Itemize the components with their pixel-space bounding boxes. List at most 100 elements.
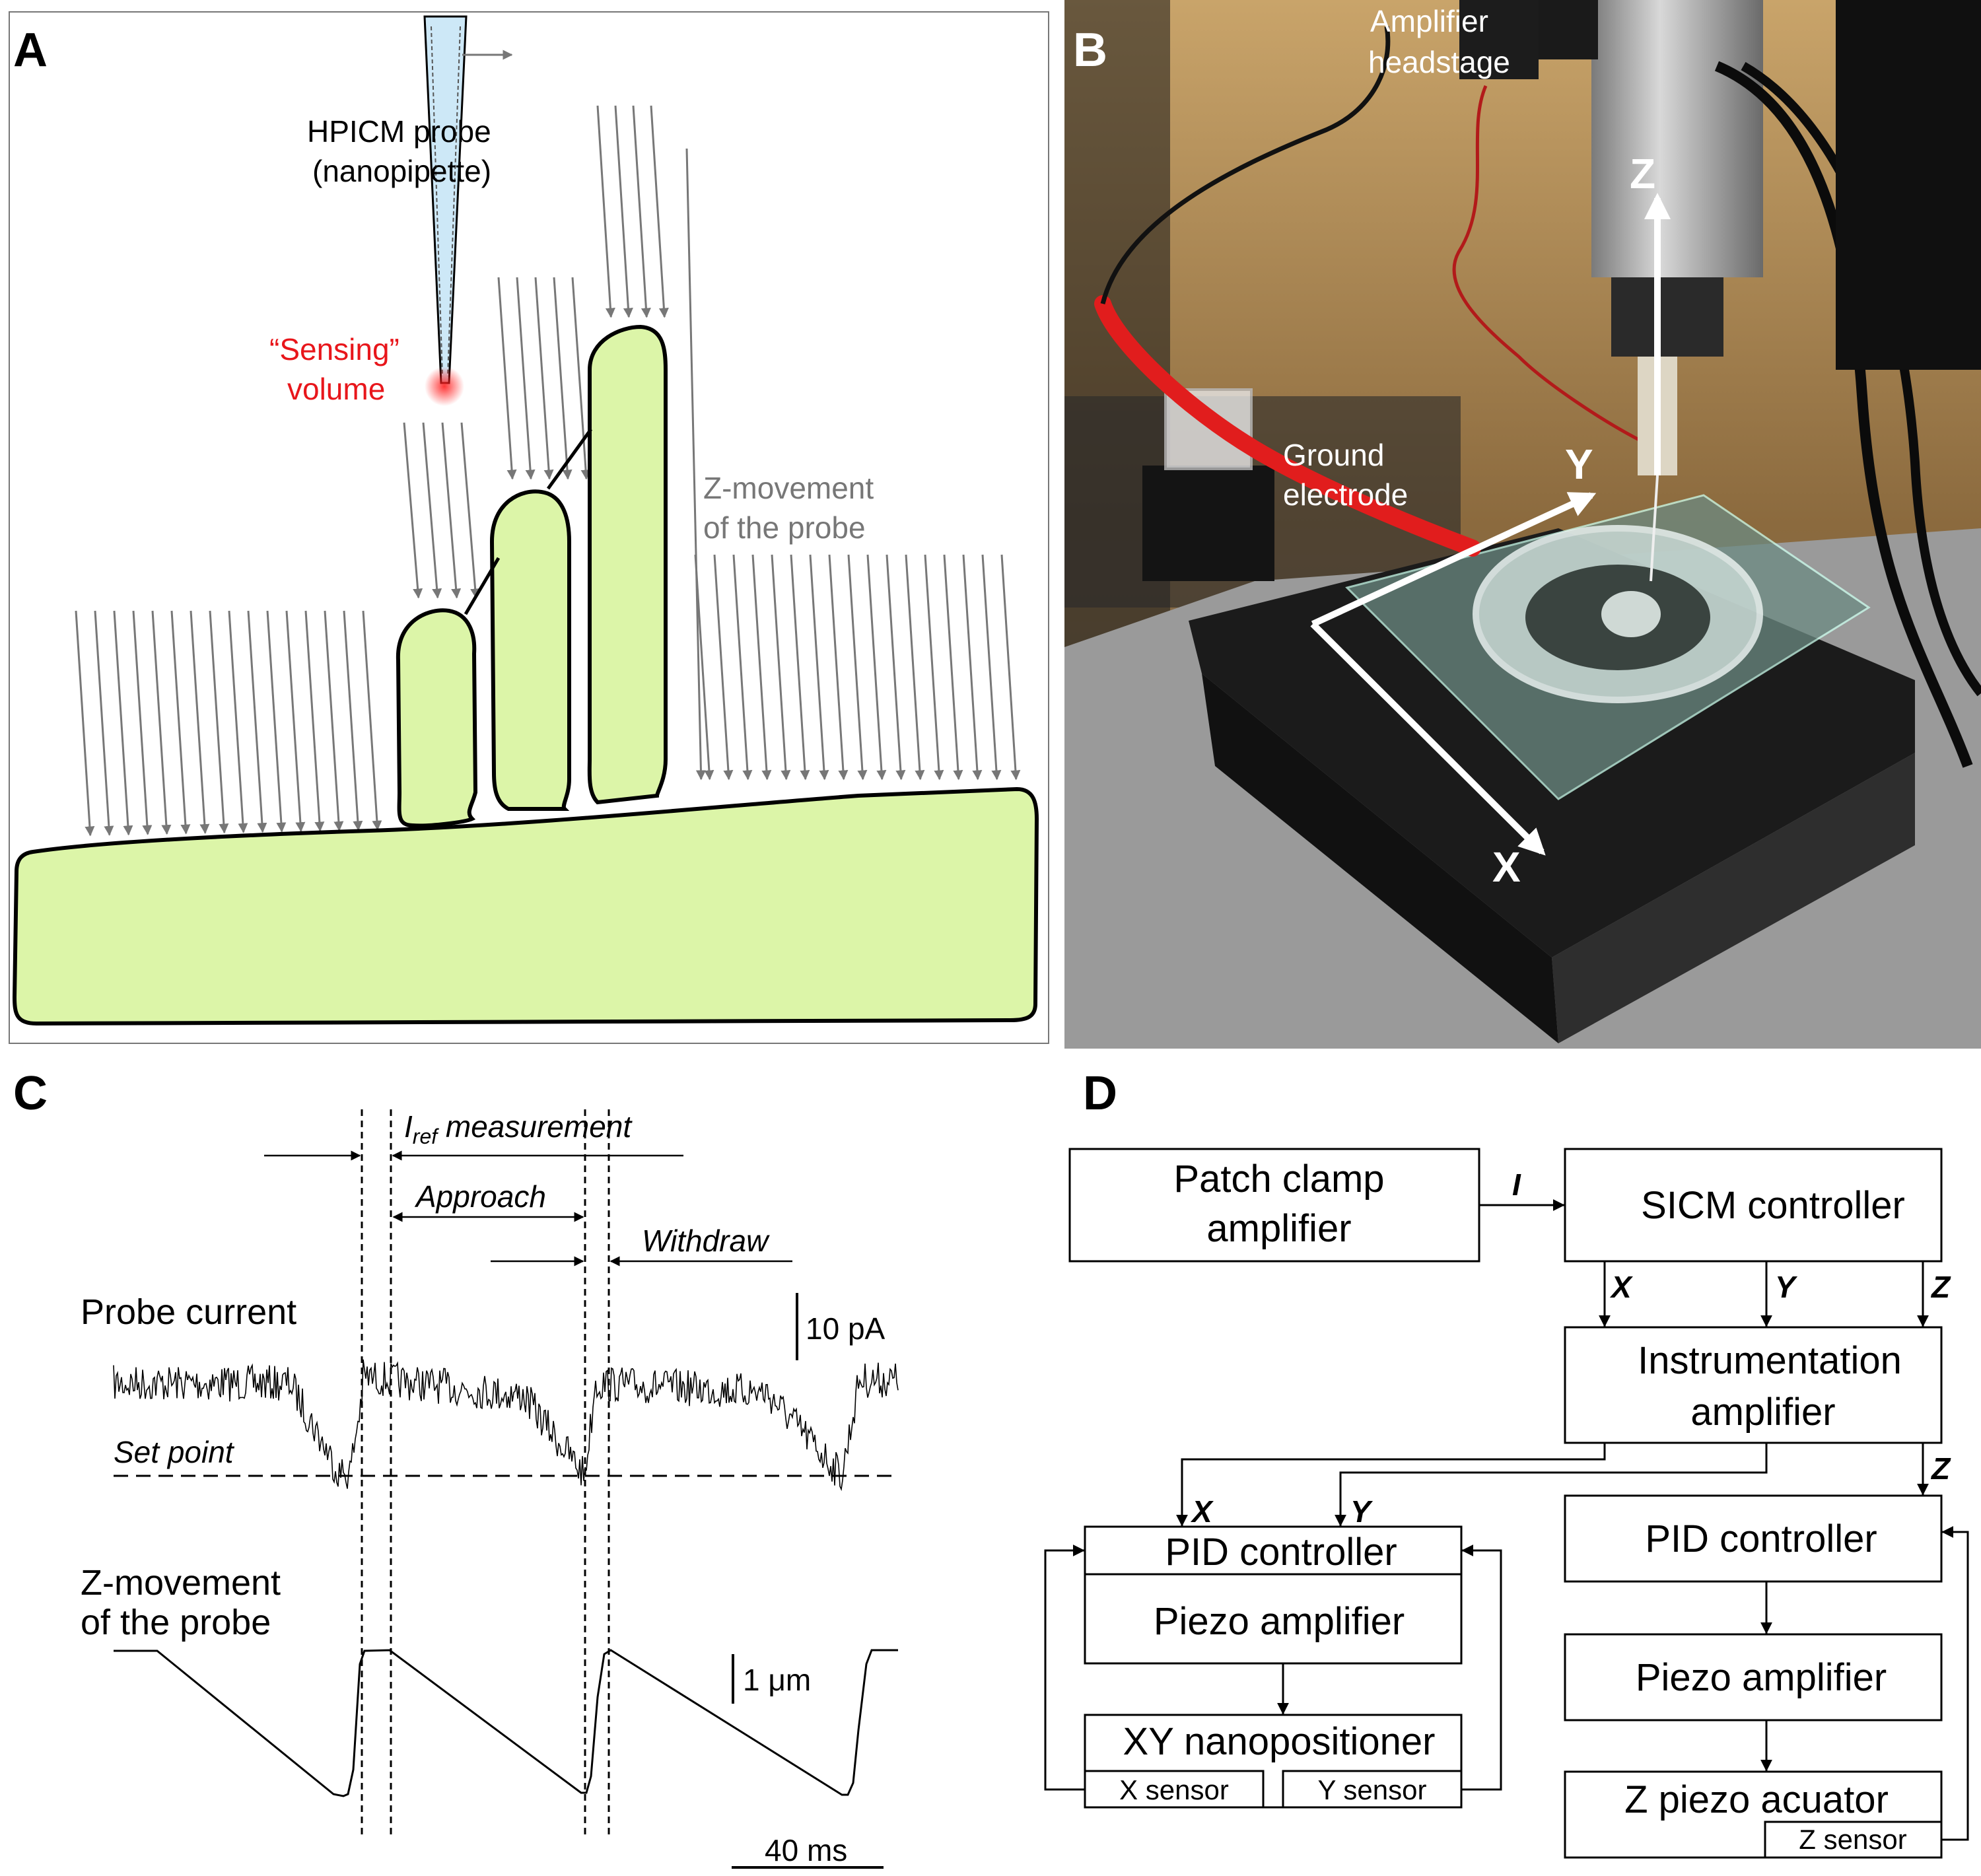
instr-label-2: amplifier bbox=[1690, 1391, 1835, 1434]
z-movement-arrow bbox=[190, 610, 210, 835]
iref-sub: ref bbox=[413, 1125, 439, 1148]
signal-y-bottom: Y bbox=[1350, 1494, 1373, 1529]
z-movement-arrow bbox=[943, 554, 963, 781]
withdraw-label: Withdraw bbox=[642, 1224, 770, 1258]
zmove-label-1: Z-movement bbox=[81, 1563, 281, 1603]
z-movement-arrow bbox=[285, 610, 306, 833]
distance-scale-label: 1 μm bbox=[743, 1663, 811, 1697]
axis-y-label: Y bbox=[1565, 440, 1593, 488]
patch-clamp-box bbox=[1068, 1148, 1480, 1263]
z-movement-arrow bbox=[403, 422, 423, 599]
signal-i: I bbox=[1512, 1167, 1521, 1202]
z-movement-arrows bbox=[75, 105, 1021, 837]
time-scale-label: 40 ms bbox=[765, 1833, 847, 1867]
z-movement-arrow bbox=[650, 105, 669, 318]
ground-wire bbox=[1094, 295, 1481, 557]
signal-x-top: X bbox=[1609, 1270, 1633, 1304]
signal-x-bottom: X bbox=[1190, 1494, 1214, 1529]
iref-main: I bbox=[404, 1109, 413, 1144]
patch-clamp-label-1: Patch clamp bbox=[1173, 1158, 1384, 1200]
xy-nano-label: XY nanopositioner bbox=[1123, 1720, 1436, 1763]
zmove-label-1: Z-movement bbox=[703, 471, 874, 505]
panel-d-letter: D bbox=[1083, 1067, 1117, 1120]
panel-c-letter: C bbox=[13, 1067, 48, 1120]
z-movement-arrow bbox=[151, 610, 172, 835]
z-movement-arrow bbox=[441, 422, 462, 599]
zmove-label-2: of the probe bbox=[81, 1603, 271, 1642]
z-movement-arrow bbox=[94, 610, 114, 836]
probe-current-label: Probe current bbox=[81, 1292, 296, 1332]
z-movement-arrow bbox=[516, 277, 536, 480]
piezo-z-box bbox=[1564, 1633, 1943, 1721]
feedback-y bbox=[1460, 1545, 1502, 1791]
amplifier-headstage bbox=[1459, 0, 1539, 79]
arrow-instr-x bbox=[1176, 1442, 1606, 1527]
z-movement-arrow bbox=[362, 610, 382, 831]
z-movement-arrow bbox=[962, 554, 983, 781]
sicm-label: SICM controller bbox=[1641, 1184, 1905, 1227]
feedback-z bbox=[1940, 1526, 1969, 1841]
z-movement-arrow bbox=[324, 610, 344, 831]
headstage-label-2: headstage bbox=[1368, 45, 1510, 79]
panel-b-letter: B bbox=[1073, 24, 1107, 77]
z-piezo-column bbox=[1591, 0, 1763, 277]
right-dark-frame bbox=[1836, 0, 1981, 370]
xy-stage-side bbox=[1552, 753, 1915, 1043]
z-movement-trace bbox=[114, 1649, 898, 1797]
phase-dividers bbox=[361, 1109, 610, 1839]
z-movement-arrow bbox=[553, 277, 573, 480]
z-movement-arrow bbox=[886, 554, 906, 781]
z-movement-arrow bbox=[924, 554, 944, 781]
z-movement-arrow bbox=[614, 105, 633, 318]
z-sensor-box bbox=[1764, 1821, 1943, 1859]
z-movement-arrow bbox=[497, 277, 517, 480]
pid-xy-label: PID controller bbox=[1165, 1531, 1397, 1574]
pid-z-label: PID controller bbox=[1645, 1517, 1877, 1560]
z-movement-arrow bbox=[632, 105, 651, 318]
pid-z-box bbox=[1564, 1494, 1943, 1583]
z-movement-arrow bbox=[905, 554, 925, 781]
z-movement-arrow bbox=[981, 554, 1002, 781]
signal-z-bottom: Z bbox=[1930, 1451, 1951, 1486]
probe-label-2: (nanopipette) bbox=[312, 154, 491, 188]
z-movement-arrow bbox=[809, 554, 829, 781]
instr-label-1: Instrumentation bbox=[1638, 1339, 1902, 1382]
z-movement-arrow bbox=[847, 554, 868, 781]
axis-y-line bbox=[1311, 492, 1597, 627]
z-movement-arrow bbox=[828, 554, 849, 781]
z-piezo-label: Z piezo acuator bbox=[1624, 1778, 1889, 1821]
panel-a: A HPICM probe (nanopipette) “Sensing” vo… bbox=[9, 11, 1049, 1044]
ground-label-2: electrode bbox=[1283, 477, 1408, 512]
panel-d: D bbox=[1044, 1067, 1969, 1859]
approach-label: Approach bbox=[414, 1179, 546, 1214]
z-movement-arrow bbox=[751, 554, 772, 781]
cable-right-1 bbox=[1714, 61, 1973, 768]
z-movement-arrow bbox=[132, 610, 153, 835]
probe-label-1: HPICM probe bbox=[307, 114, 491, 149]
z-movement-arrow bbox=[228, 610, 248, 833]
z-movement-arrow bbox=[713, 554, 734, 781]
cell-connector-2 bbox=[546, 428, 593, 490]
probe-current-trace bbox=[113, 1359, 899, 1492]
panel-c: C Iref measurement Approach Withdraw Pro… bbox=[13, 1067, 899, 1869]
headstage-label-1: Amplifier bbox=[1370, 4, 1488, 38]
base-cell bbox=[12, 786, 1039, 1026]
z-movement-arrow bbox=[685, 148, 706, 781]
z-movement-arrow bbox=[866, 554, 887, 781]
z-movement-arrow bbox=[732, 554, 753, 781]
electrode-holder-block bbox=[1142, 466, 1274, 581]
sample-spot bbox=[1601, 591, 1661, 637]
z-movement-arrow bbox=[534, 277, 554, 480]
z-piezo-lower bbox=[1611, 277, 1723, 357]
panel-a-letter: A bbox=[13, 24, 48, 77]
piezo-z-label: Piezo amplifier bbox=[1636, 1656, 1887, 1699]
sensing-label-1: “Sensing” bbox=[269, 332, 400, 366]
z-movement-arrow bbox=[771, 554, 791, 781]
z-movement-arrow bbox=[304, 610, 325, 832]
patch-clamp-label-2: amplifier bbox=[1206, 1207, 1351, 1250]
xy-stage-front bbox=[1202, 674, 1558, 1043]
y-sensor-label: Y sensor bbox=[1318, 1774, 1427, 1805]
z-movement-arrow bbox=[343, 610, 363, 831]
z-movement-arrow bbox=[596, 105, 615, 318]
